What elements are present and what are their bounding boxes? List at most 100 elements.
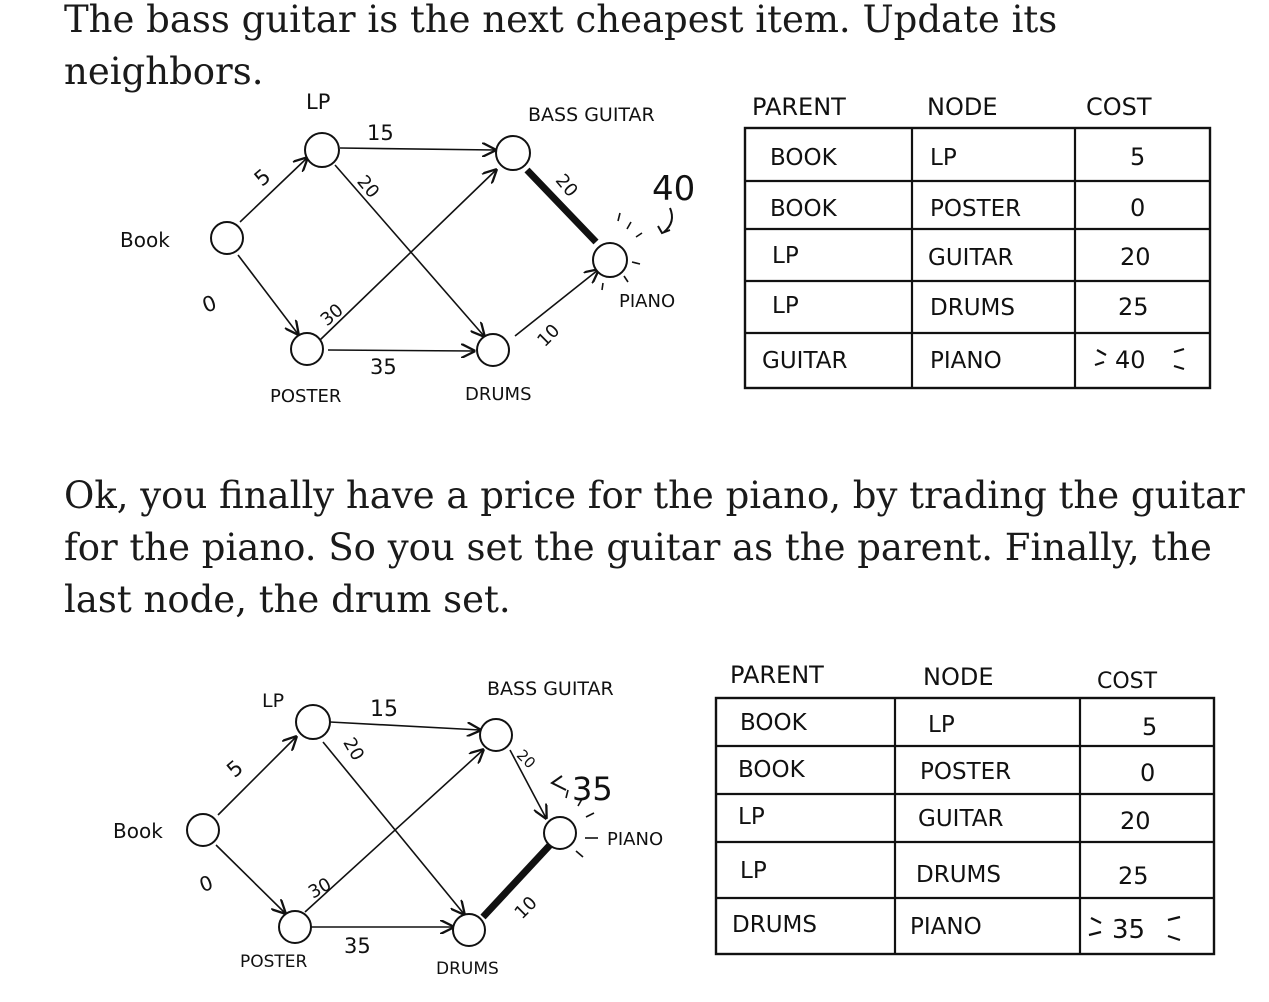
edge-label-book-poster: 0 xyxy=(199,291,220,318)
edge-label-lp-drums: 20 xyxy=(338,734,368,764)
table-cell: LP xyxy=(772,293,799,319)
graph-nodes xyxy=(210,132,628,367)
table-cell: BOOK xyxy=(738,757,806,783)
edge-drums-piano-highlight xyxy=(480,842,553,920)
edge-lp-guitar xyxy=(329,721,480,730)
edge-label-drums-piano: 10 xyxy=(533,320,564,351)
cost-table-1: PARENT NODE COST BOOK LP 5 BOOK POSTER 0… xyxy=(743,93,1212,390)
node-label-piano: PIANO xyxy=(619,291,675,312)
piano-sparkles xyxy=(550,775,598,858)
edge-label-book-lp: 5 xyxy=(222,755,248,782)
table-header-parent: PARENT xyxy=(730,661,824,689)
edge-label-poster-drums: 35 xyxy=(344,934,371,958)
node-guitar xyxy=(479,718,513,752)
node-label-guitar: BASS GUITAR xyxy=(487,678,614,700)
explanation-paragraph: Ok, you finally have a price for the pia… xyxy=(64,474,1245,621)
node-label-book: Book xyxy=(120,228,170,252)
node-label-poster: POSTER xyxy=(240,952,308,972)
node-drums xyxy=(476,333,510,367)
table-cell: LP xyxy=(928,712,955,738)
table-cell: GUITAR xyxy=(762,348,847,374)
node-poster xyxy=(278,910,312,944)
table-cell: BOOK xyxy=(770,196,838,222)
node-label-piano: PIANO xyxy=(607,829,663,850)
table-header-cost: COST xyxy=(1086,93,1152,121)
node-book xyxy=(186,813,220,847)
node-label-poster: POSTER xyxy=(270,386,341,407)
table-cell: 25 xyxy=(1118,293,1149,321)
edge-book-poster xyxy=(237,254,298,334)
graph-figure-2: Book LP POSTER BASS GUITAR DRUMS PIANO 5… xyxy=(113,661,1216,979)
edge-label-book-lp: 5 xyxy=(250,164,276,191)
table-cell: PIANO xyxy=(930,348,1002,374)
edge-book-lp xyxy=(239,158,307,223)
table-cell: PIANO xyxy=(910,914,982,940)
intro-paragraph: The bass guitar is the next cheapest ite… xyxy=(64,0,1058,93)
table-header-parent: PARENT xyxy=(752,93,846,121)
node-label-guitar: BASS GUITAR xyxy=(528,104,655,126)
piano-sparkles xyxy=(601,207,673,291)
node-label-drums: DRUMS xyxy=(465,384,532,405)
table-cell: 0 xyxy=(1130,194,1145,222)
edge-poster-drums xyxy=(327,350,474,351)
table-cell: BOOK xyxy=(770,145,838,171)
table-cell: DRUMS xyxy=(732,912,817,938)
table-cell-highlight: 35 xyxy=(1112,915,1145,945)
table-cell: BOOK xyxy=(740,710,808,736)
edge-poster-guitar xyxy=(304,750,483,913)
table-cell-highlight: 40 xyxy=(1115,346,1146,374)
node-piano xyxy=(543,816,577,850)
table-cell: 5 xyxy=(1130,143,1145,171)
edge-guitar-piano-highlight xyxy=(524,167,599,245)
edge-lp-drums xyxy=(322,741,464,914)
table-cell: LP xyxy=(738,804,765,830)
edge-label-poster-drums: 35 xyxy=(370,355,397,379)
edge-poster-guitar xyxy=(319,170,496,341)
table-header-node: NODE xyxy=(927,93,998,121)
piano-cost-note: 35 xyxy=(572,770,613,808)
node-lp xyxy=(304,132,340,168)
table-cell: GUITAR xyxy=(928,245,1013,271)
edge-label-poster-guitar: 30 xyxy=(317,300,348,331)
table-cell: 5 xyxy=(1142,713,1157,741)
edge-label-drums-piano: 10 xyxy=(511,893,542,924)
edge-label-lp-guitar: 15 xyxy=(367,121,394,145)
edge-guitar-piano xyxy=(509,749,546,818)
edge-label-guitar-piano: 20 xyxy=(513,746,539,772)
edge-book-lp xyxy=(217,737,296,816)
edge-label-book-poster: 0 xyxy=(196,870,216,897)
node-label-lp: LP xyxy=(306,90,330,114)
table-cell: POSTER xyxy=(930,196,1021,222)
graph-labels: Book LP POSTER BASS GUITAR DRUMS PIANO 5… xyxy=(120,90,695,407)
graph-nodes xyxy=(186,704,577,947)
table-header-node: NODE xyxy=(923,663,994,691)
node-guitar xyxy=(495,135,531,171)
node-label-book: Book xyxy=(113,819,163,843)
node-book xyxy=(210,221,244,255)
table-border xyxy=(714,696,1216,956)
table-cell: 0 xyxy=(1140,759,1155,787)
table-cell: GUITAR xyxy=(918,806,1003,832)
table-cell: 20 xyxy=(1120,243,1151,271)
table-cell: LP xyxy=(772,243,799,269)
edge-lp-drums xyxy=(334,164,484,336)
table-cell: DRUMS xyxy=(930,295,1015,321)
table-cell: DRUMS xyxy=(916,862,1001,888)
node-drums xyxy=(452,913,486,947)
table-cell: LP xyxy=(930,145,957,171)
edge-book-poster xyxy=(215,844,285,913)
table-header-cost: COST xyxy=(1097,669,1158,694)
table-cell: LP xyxy=(740,858,767,884)
table-cell: 25 xyxy=(1118,862,1149,890)
edge-lp-guitar xyxy=(339,148,495,150)
table-cell: POSTER xyxy=(920,759,1011,785)
cost-table-2: PARENT NODE COST BOOK LP 5 BOOK POSTER 0… xyxy=(714,661,1216,956)
edge-drums-piano xyxy=(514,270,598,337)
table-border xyxy=(743,126,1212,390)
table-cell: 20 xyxy=(1120,807,1151,835)
node-piano xyxy=(592,242,628,278)
edge-label-lp-drums: 20 xyxy=(352,171,383,202)
node-label-drums: DRUMS xyxy=(436,959,499,979)
graph-figure-1: Book LP POSTER BASS GUITAR DRUMS PIANO 5… xyxy=(120,90,1212,407)
piano-cost-note: 40 xyxy=(652,169,695,209)
